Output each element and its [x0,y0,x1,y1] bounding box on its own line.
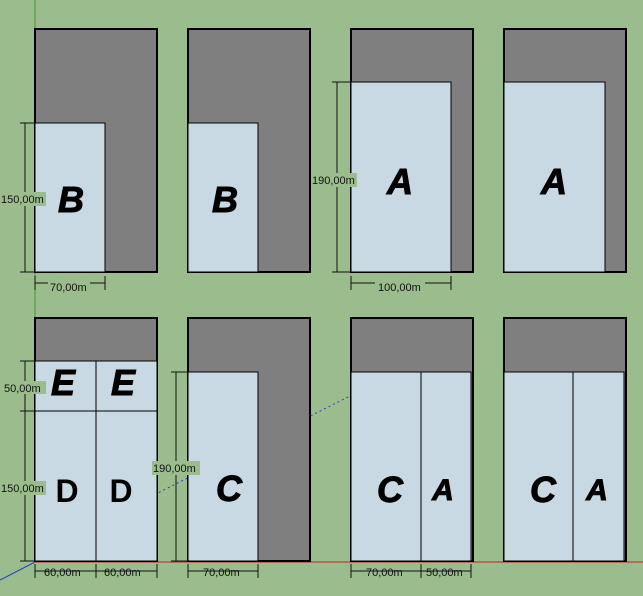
panel-label: B [58,179,84,220]
dim-60-right: 60,00m [104,567,141,579]
panel-b-2[interactable]: B [187,28,311,273]
panel-label: D [55,473,78,509]
panel-ca-2[interactable]: C A [503,317,627,562]
panel-label: E [111,362,136,403]
panel-ca-1[interactable]: C A [350,317,474,562]
panel-label: C [530,469,557,510]
panel-a-1[interactable]: A [350,28,474,273]
dim-50-bottom: 50,00m [4,383,41,395]
panel-label: E [51,362,76,403]
panel-label: C [216,468,243,509]
dim-70-c: 70,00m [203,567,240,579]
dim-150-top: 150,00m [1,194,44,206]
inference-dotted-line [149,395,351,498]
panel-c[interactable]: C [187,317,311,562]
panel-label: A [585,474,608,507]
panel-label: A [386,161,413,202]
panel-label: C [377,469,404,510]
dim-60-left: 60,00m [44,567,81,579]
dim-70-ca: 70,00m [366,567,403,579]
dim-50-ca: 50,00m [426,567,463,579]
dim-100-top: 100,00m [378,282,421,294]
panel-label: D [109,473,132,509]
dim-190-top: 190,00m [312,175,355,187]
dim-150-bottom: 150,00m [1,483,44,495]
panel-eedd[interactable]: E E D D [34,317,158,562]
dim-190-bottom: 190,00m [153,463,196,475]
panel-label: A [431,474,454,507]
dim-70-top: 70,00m [50,282,87,294]
blue-axis [0,561,36,581]
panel-a-2[interactable]: A [503,28,627,273]
panel-label: A [540,161,567,202]
panel-label: B [212,179,238,220]
panel-b-1[interactable]: B [34,28,158,273]
